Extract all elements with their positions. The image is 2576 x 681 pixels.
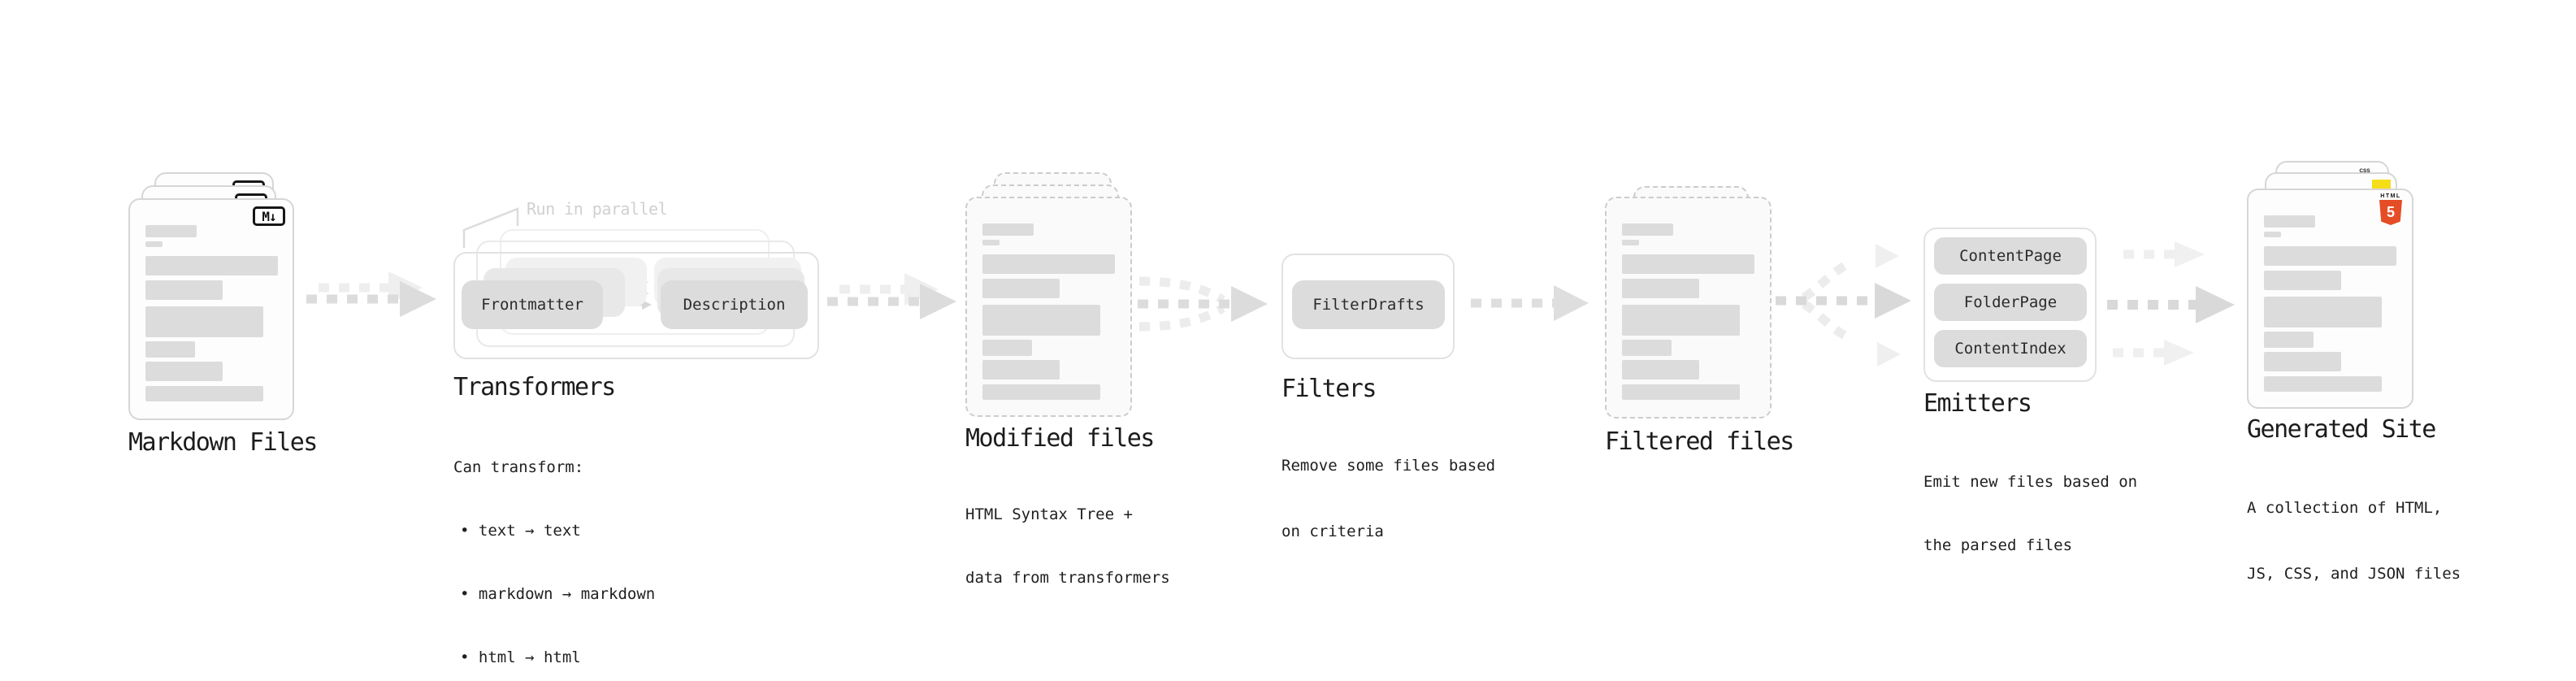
frontmatter-pill: Frontmatter — [462, 280, 603, 329]
emitters-body-line: Emit new files based on — [1923, 473, 2138, 491]
doc-text-line — [2264, 215, 2315, 228]
modified-files-title: Modified files — [965, 424, 1155, 453]
modified-files-description: HTML Syntax Tree + data from transformer… — [965, 462, 1170, 631]
transformers-title: Transformers — [453, 373, 616, 401]
markdown-files-title: Markdown Files — [128, 428, 318, 457]
contentindex-pill: ContentIndex — [1934, 330, 2087, 367]
arrow-emitters-to-site-top — [2123, 241, 2205, 267]
transformers-bullet: • text → text — [460, 522, 581, 540]
doc-text-line — [982, 360, 1060, 380]
doc-text-line — [2264, 352, 2341, 371]
emitters-box — [1923, 228, 2097, 382]
doc-text-line — [1622, 223, 1673, 236]
contentpage-pill: ContentPage — [1934, 237, 2087, 275]
doc-text-line — [982, 254, 1115, 274]
transformers-bullet: • markdown → markdown — [460, 585, 656, 603]
modified-files-body-line: HTML Syntax Tree + — [965, 505, 1133, 523]
doc-text-line — [1622, 360, 1699, 380]
site-file-card-html: HTML 5 — [2247, 189, 2413, 409]
filters-body-line: Remove some files based — [1281, 457, 1496, 475]
transformers-box-front — [453, 252, 819, 359]
doc-text-line — [982, 340, 1032, 356]
doc-text-line — [145, 341, 195, 358]
modified-file-card-front — [965, 197, 1132, 417]
html5-number: 5 — [2386, 204, 2395, 220]
doc-text-line — [982, 384, 1100, 400]
doc-text-line — [145, 386, 263, 401]
filters-description: Remove some files based on criteria — [1281, 411, 1495, 587]
arrow-filtered-to-emitters-split — [1776, 244, 1911, 367]
emitters-title: Emitters — [1923, 389, 2032, 418]
transformers-bullet: • html → html — [460, 648, 581, 666]
run-in-parallel-leader-line — [462, 207, 519, 248]
doc-text-line — [1622, 254, 1754, 274]
generated-site-description: A collection of HTML, JS, CSS, and JSON … — [2247, 453, 2461, 629]
doc-text-line — [145, 241, 163, 247]
filters-body-line: on criteria — [1281, 523, 1384, 540]
doc-text-line — [145, 256, 278, 275]
run-in-parallel-annotation: Run in parallel — [527, 199, 668, 219]
transformers-body-intro: Can transform: — [453, 458, 584, 476]
arrow-transformers-to-modified — [827, 273, 956, 319]
emitters-body-line: the parsed files — [1923, 536, 2073, 554]
generated-site-title: Generated Site — [2247, 415, 2436, 444]
generated-site-body-line: A collection of HTML, — [2247, 499, 2443, 517]
doc-text-line — [2264, 232, 2281, 237]
arrow-emitters-to-site-bottom — [2113, 340, 2194, 366]
doc-text-line — [2264, 297, 2382, 327]
filterdrafts-pill: FilterDrafts — [1292, 280, 1445, 329]
html5-icon-label: HTML — [2380, 193, 2401, 199]
markdown-file-card-front: M↓ — [128, 198, 294, 420]
folderpage-pill: FolderPage — [1934, 284, 2087, 321]
doc-text-line — [2264, 246, 2396, 266]
filtered-file-card-front — [1605, 197, 1772, 419]
doc-text-line — [1622, 384, 1740, 400]
doc-text-line — [145, 225, 197, 237]
doc-text-line — [1622, 240, 1639, 245]
emitters-description: Emit new files based on the parsed files — [1923, 429, 2137, 598]
doc-text-line — [982, 240, 1000, 245]
doc-text-line — [982, 305, 1100, 336]
filtered-files-title: Filtered files — [1605, 427, 1794, 456]
doc-text-line — [145, 306, 263, 337]
generated-site-body-line: JS, CSS, and JSON files — [2247, 565, 2461, 583]
modified-files-body-line: data from transformers — [965, 569, 1170, 587]
arrow-emitters-to-site-middle — [2107, 286, 2235, 323]
doc-text-line — [982, 223, 1034, 236]
doc-text-line — [2264, 332, 2314, 348]
transformers-description: Can transform: • text → text • markdown … — [453, 414, 655, 681]
doc-text-line — [2264, 271, 2341, 290]
arrow-modified-to-filters-merge — [1138, 276, 1268, 332]
doc-text-line — [145, 280, 223, 300]
doc-text-line — [145, 362, 223, 381]
filters-box — [1281, 254, 1455, 359]
html5-icon: HTML 5 — [2379, 193, 2403, 225]
description-pill: Description — [661, 280, 808, 329]
markdown-icon: M↓ — [253, 206, 285, 226]
javascript-icon — [2372, 180, 2391, 190]
doc-text-line — [1622, 279, 1699, 298]
arrow-markdown-to-transformers — [306, 271, 436, 317]
doc-text-line — [1622, 305, 1740, 336]
doc-text-line — [1622, 340, 1672, 356]
doc-text-line — [982, 279, 1060, 298]
filters-title: Filters — [1281, 375, 1377, 403]
html5-shield: 5 — [2379, 200, 2402, 225]
doc-text-line — [2264, 376, 2382, 392]
arrow-filters-to-filtered — [1471, 285, 1589, 321]
